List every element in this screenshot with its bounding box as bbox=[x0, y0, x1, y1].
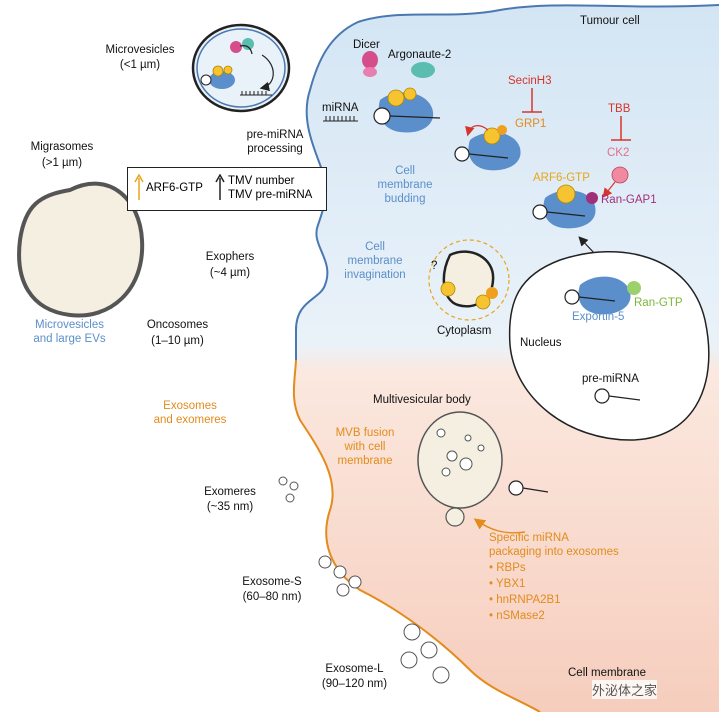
dicer-protein bbox=[362, 51, 378, 77]
label-exophers-size: (~4 µm) bbox=[209, 267, 251, 279]
label-invagination-2: membrane bbox=[347, 255, 403, 267]
risc-complex-1 bbox=[373, 87, 441, 133]
label-cytoplasm: Cytoplasm bbox=[437, 325, 492, 337]
label-exosome-l-size: (90–120 nm) bbox=[321, 678, 388, 690]
label-tbb: TBB bbox=[608, 103, 631, 115]
microvesicle bbox=[191, 23, 291, 113]
label-dicer: Dicer bbox=[353, 39, 380, 51]
label-mv-large-evs-2: and large EVs bbox=[33, 333, 106, 345]
label-ck2: CK2 bbox=[607, 147, 630, 159]
label-specific-1: Specific miRNA bbox=[489, 532, 569, 544]
label-mirna: miRNA bbox=[322, 102, 359, 114]
label-mvb-fusion-2: with cell bbox=[344, 441, 386, 453]
label-pre-mirna: pre-miRNA bbox=[582, 373, 639, 385]
packaging-arrow bbox=[473, 518, 526, 534]
label-tumour-cell: Tumour cell bbox=[580, 15, 640, 27]
cell-membrane-blue bbox=[295, 4, 719, 360]
label-exosome-s: Exosome-S bbox=[242, 576, 302, 588]
pre-mirna-hairpin bbox=[594, 388, 641, 404]
label-oncosomes-size: (1–10 µm) bbox=[151, 335, 204, 347]
label-mvb-fusion-3: membrane bbox=[337, 455, 393, 467]
label-ybx1: • YBX1 bbox=[489, 578, 526, 590]
mirna-strand-2 bbox=[323, 116, 358, 122]
label-pre-mirna-processing-1: pre-miRNA bbox=[246, 129, 304, 141]
circular-arrow-icon bbox=[259, 54, 274, 92]
label-grp1: GRP1 bbox=[515, 118, 547, 130]
label-exportin5: Exportin-5 bbox=[572, 311, 625, 323]
label-invagination-3: invagination bbox=[344, 269, 406, 281]
label-exosome-l: Exosome-L bbox=[325, 663, 384, 675]
ck2-arrow bbox=[602, 181, 616, 198]
label-microvesicles: Microvesicles bbox=[105, 44, 175, 56]
label-nucleus: Nucleus bbox=[520, 337, 562, 349]
legend-arf6: ARF6-GTP bbox=[146, 182, 203, 194]
label-question: ? bbox=[431, 260, 438, 272]
label-migrasomes-size: (>1 µm) bbox=[41, 157, 83, 169]
label-secinh3: SecinH3 bbox=[508, 75, 552, 87]
pre-mirna-hairpin-2 bbox=[508, 480, 549, 496]
label-exomeres: Exomeres bbox=[204, 486, 256, 498]
migrasome-vesicle bbox=[17, 181, 145, 318]
exosome-l-particles bbox=[400, 623, 450, 684]
label-exosome-s-size: (60–80 nm) bbox=[242, 591, 302, 603]
label-specific-2: packaging into exosomes bbox=[489, 546, 619, 558]
tumour-cell-body bbox=[293, 5, 719, 712]
label-pre-mirna-processing-2: processing bbox=[247, 143, 303, 155]
released-vesicle bbox=[445, 507, 465, 527]
cytoplasm-vesicle bbox=[440, 250, 498, 310]
arrow-up-icon bbox=[134, 174, 144, 200]
label-mvb-fusion-1: MVB fusion bbox=[335, 427, 395, 439]
label-invagination-1: Cell bbox=[365, 241, 385, 253]
cytoplasm-dashed-ring bbox=[428, 239, 510, 321]
label-arf6-gtp: ARF6-GTP bbox=[533, 172, 590, 184]
label-argonaute: Argonaute-2 bbox=[388, 49, 452, 61]
multivesicular-body bbox=[417, 411, 503, 509]
exportin-complex bbox=[564, 276, 641, 315]
exomere-particles bbox=[278, 476, 299, 503]
label-exophers: Exophers bbox=[205, 251, 255, 263]
label-microvesicles-size: (<1 µm) bbox=[119, 59, 161, 71]
label-hnrnpa2b1: • hnRNPA2B1 bbox=[489, 594, 561, 606]
label-oncosomes: Oncosomes bbox=[146, 319, 209, 331]
risc-complex-arf6 bbox=[532, 184, 598, 229]
label-budding-3: budding bbox=[384, 193, 426, 205]
exosome-s-particles bbox=[318, 555, 362, 597]
label-budding-2: membrane bbox=[377, 179, 433, 191]
watermark: 外泌体之家 bbox=[592, 680, 658, 699]
ck2-protein bbox=[611, 166, 629, 184]
nucleus bbox=[508, 251, 710, 441]
label-migrasomes: Migrasomes bbox=[30, 141, 94, 153]
label-ran-gap1: Ran-GAP1 bbox=[601, 194, 657, 206]
label-ran-gtp: Ran-GTP bbox=[634, 297, 683, 309]
label-mv-large-evs-1: Microvesicles bbox=[34, 319, 104, 331]
legend-tmv: TMV number TMV pre-miRNA bbox=[228, 174, 312, 202]
arrow-up-thin-icon bbox=[215, 174, 225, 200]
label-exosomes-exomeres-2: and exomeres bbox=[153, 414, 227, 426]
label-rbps: • RBPs bbox=[489, 562, 526, 574]
legend-tmv-number: TMV number bbox=[228, 175, 295, 187]
mirna-strand bbox=[240, 91, 272, 96]
label-multivesicular-body: Multivesicular body bbox=[373, 394, 471, 406]
label-exosomes-exomeres-1: Exosomes bbox=[163, 400, 217, 412]
argonaute-protein bbox=[411, 62, 435, 78]
label-budding-1: Cell bbox=[395, 165, 415, 177]
legend-box: ARF6-GTP TMV number TMV pre-miRNA bbox=[127, 167, 327, 211]
label-nsmase2: • nSMase2 bbox=[489, 610, 545, 622]
risc-complex-grp1 bbox=[454, 125, 521, 171]
cell-membrane-orange bbox=[292, 359, 541, 712]
legend-tmv-premirna: TMV pre-miRNA bbox=[228, 189, 313, 201]
label-exomeres-size: (~35 nm) bbox=[206, 501, 254, 513]
label-cell-membrane: Cell membrane bbox=[568, 667, 646, 679]
